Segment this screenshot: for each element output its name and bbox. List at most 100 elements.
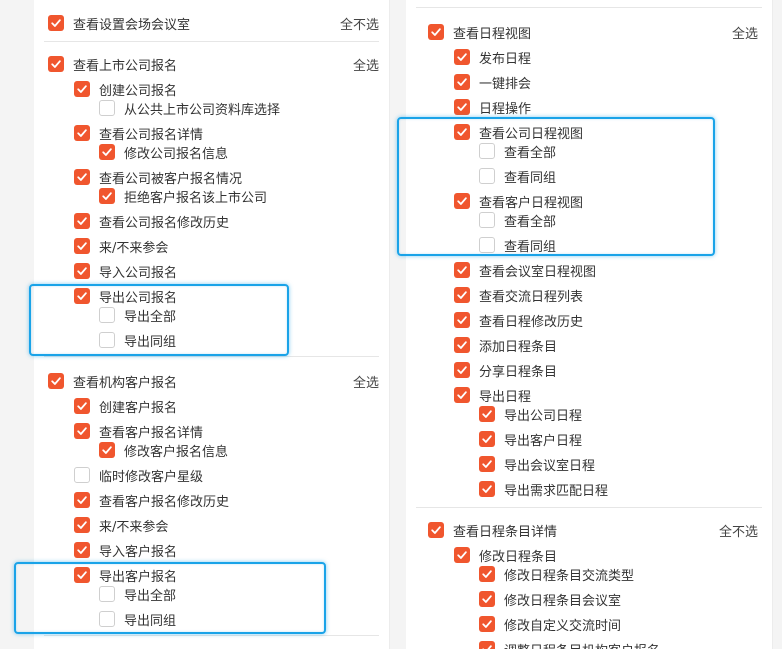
checkbox-checked-icon[interactable] [454,362,470,378]
checkbox-checked-icon[interactable] [74,398,90,414]
checkbox-checked-icon[interactable] [454,262,470,278]
deselect-all-button[interactable]: 全不选 [339,17,379,33]
select-all-button[interactable]: 全选 [731,26,758,42]
perm-export-customer[interactable]: 导出客户报名 [74,564,177,586]
perm-edit-custom-time[interactable]: 修改自定义交流时间 [479,613,621,635]
perm-company-attend[interactable]: 来/不来参会 [74,235,168,257]
perm-export-match-schedule[interactable]: 导出需求匹配日程 [479,478,608,500]
perm-edit-schedule-item[interactable]: 修改日程条目 [454,544,557,566]
perm-exchange-list[interactable]: 查看交流日程列表 [454,284,583,306]
checkbox-checked-icon[interactable] [479,641,495,649]
perm-customer-star[interactable]: 临时修改客户星级 [74,464,203,486]
checkbox-unchecked-icon[interactable] [74,467,90,483]
perm-company-schedule-view[interactable]: 查看公司日程视图 [454,121,583,143]
perm-one-click-arrange[interactable]: 一键排会 [454,71,531,93]
perm-schedule-history[interactable]: 查看日程修改历史 [454,309,583,331]
perm-export-company[interactable]: 导出公司报名 [74,285,177,307]
perm-schedule-operate[interactable]: 日程操作 [454,96,531,118]
checkbox-checked-icon[interactable] [454,287,470,303]
checkbox-checked-icon[interactable] [74,423,90,439]
perm-customer-view-group[interactable]: 查看同组 [479,234,556,256]
perm-customer-attend[interactable]: 来/不来参会 [74,514,168,536]
checkbox-checked-icon[interactable] [479,406,495,422]
checkbox-checked-icon[interactable] [454,387,470,403]
checkbox-unchecked-icon[interactable] [99,611,115,627]
checkbox-checked-icon[interactable] [454,193,470,209]
perm-publish-schedule[interactable]: 发布日程 [454,46,531,68]
perm-edit-exchange-type[interactable]: 修改日程条目交流类型 [479,563,634,585]
checkbox-checked-icon[interactable] [74,567,90,583]
checkbox-unchecked-icon[interactable] [99,332,115,348]
perm-share-schedule-item[interactable]: 分享日程条目 [454,359,557,381]
checkbox-checked-icon[interactable] [74,263,90,279]
checkbox-checked-icon[interactable] [479,591,495,607]
perm-export-room-schedule[interactable]: 导出会议室日程 [479,453,595,475]
checkbox-checked-icon[interactable] [479,456,495,472]
checkbox-checked-icon[interactable] [99,442,115,458]
perm-customer-view-all[interactable]: 查看全部 [479,209,556,231]
checkbox-checked-icon[interactable] [428,24,444,40]
perm-export-company-schedule[interactable]: 导出公司日程 [479,403,582,425]
checkbox-checked-icon[interactable] [454,49,470,65]
perm-export-customer-schedule[interactable]: 导出客户日程 [479,428,582,450]
perm-company-registration[interactable]: 查看上市公司报名 [48,53,177,75]
checkbox-checked-icon[interactable] [479,481,495,497]
perm-company-history[interactable]: 查看公司报名修改历史 [74,210,229,232]
select-all-button[interactable]: 全选 [352,58,379,74]
checkbox-checked-icon[interactable] [74,288,90,304]
checkbox-checked-icon[interactable] [74,169,90,185]
perm-meeting-room[interactable]: 查看设置会场会议室 [48,12,190,34]
checkbox-checked-icon[interactable] [74,517,90,533]
perm-customer-history[interactable]: 查看客户报名修改历史 [74,489,229,511]
checkbox-unchecked-icon[interactable] [479,212,495,228]
perm-export-customer-group[interactable]: 导出同组 [99,608,176,630]
perm-add-schedule-item[interactable]: 添加日程条目 [454,334,557,356]
checkbox-checked-icon[interactable] [74,238,90,254]
perm-import-company[interactable]: 导入公司报名 [74,260,177,282]
checkbox-checked-icon[interactable] [48,15,64,31]
perm-company-detail[interactable]: 查看公司报名详情 [74,122,203,144]
perm-export-company-group[interactable]: 导出同组 [99,329,176,351]
perm-customer-schedule-view[interactable]: 查看客户日程视图 [454,190,583,212]
checkbox-checked-icon[interactable] [479,566,495,582]
perm-company-view-group[interactable]: 查看同组 [479,165,556,187]
checkbox-checked-icon[interactable] [99,188,115,204]
checkbox-unchecked-icon[interactable] [99,307,115,323]
checkbox-unchecked-icon[interactable] [99,586,115,602]
perm-export-company-all[interactable]: 导出全部 [99,304,176,326]
checkbox-checked-icon[interactable] [99,144,115,160]
checkbox-checked-icon[interactable] [454,337,470,353]
perm-import-customer[interactable]: 导入客户报名 [74,539,177,561]
perm-reject-customer[interactable]: 拒绝客户报名该上市公司 [99,185,267,207]
perm-company-view-all[interactable]: 查看全部 [479,140,556,162]
checkbox-unchecked-icon[interactable] [99,100,115,116]
checkbox-checked-icon[interactable] [74,492,90,508]
perm-edit-customer-info[interactable]: 修改客户报名信息 [99,439,228,461]
perm-edit-company-info[interactable]: 修改公司报名信息 [99,141,228,163]
checkbox-checked-icon[interactable] [74,81,90,97]
perm-create-customer[interactable]: 创建客户报名 [74,395,177,417]
select-all-button[interactable]: 全选 [352,375,379,391]
checkbox-checked-icon[interactable] [454,74,470,90]
perm-company-by-customer[interactable]: 查看公司被客户报名情况 [74,166,242,188]
perm-create-company[interactable]: 创建公司报名 [74,78,177,100]
perm-export-schedule[interactable]: 导出日程 [454,384,531,406]
deselect-all-button[interactable]: 全不选 [718,524,758,540]
checkbox-checked-icon[interactable] [74,213,90,229]
perm-export-customer-all[interactable]: 导出全部 [99,583,176,605]
checkbox-checked-icon[interactable] [48,56,64,72]
checkbox-checked-icon[interactable] [479,431,495,447]
checkbox-checked-icon[interactable] [454,312,470,328]
perm-edit-item-room[interactable]: 修改日程条目会议室 [479,588,621,610]
perm-institution-registration[interactable]: 查看机构客户报名 [48,370,177,392]
perm-adjust-customer-registration[interactable]: 调整日程条目机构客户报名 [479,638,660,649]
perm-schedule-view[interactable]: 查看日程视图 [428,21,531,43]
checkbox-checked-icon[interactable] [74,542,90,558]
checkbox-checked-icon[interactable] [454,124,470,140]
checkbox-checked-icon[interactable] [479,616,495,632]
checkbox-checked-icon[interactable] [454,547,470,563]
perm-from-public-db[interactable]: 从公共上市公司资料库选择 [99,97,280,119]
checkbox-checked-icon[interactable] [428,522,444,538]
checkbox-checked-icon[interactable] [454,99,470,115]
perm-room-schedule-view[interactable]: 查看会议室日程视图 [454,259,596,281]
